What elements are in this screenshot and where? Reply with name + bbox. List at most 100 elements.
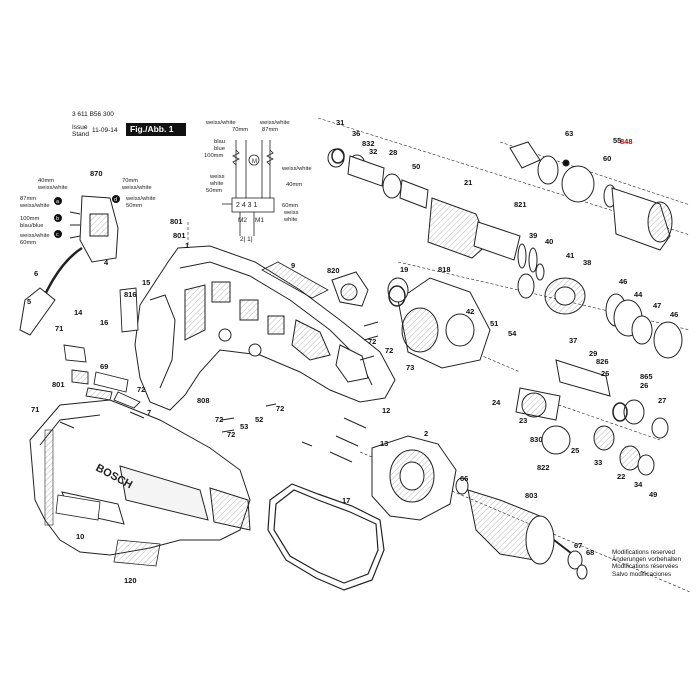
callout-c58: 69 bbox=[100, 362, 108, 371]
callout-c34: 49 bbox=[649, 490, 657, 499]
wiring-top-left-label-3: blau bbox=[214, 139, 225, 145]
callout-c27: 23 bbox=[519, 416, 527, 425]
callout-c20: 37 bbox=[569, 336, 577, 345]
callout-c10: 60 bbox=[603, 154, 611, 163]
note-es: Salvo modificaciones bbox=[612, 570, 672, 578]
callout-c2: 36 bbox=[352, 129, 360, 138]
callout-c40: 54 bbox=[508, 329, 517, 338]
callout-c8: 821 bbox=[514, 200, 527, 209]
switch-left-label-3: 87mm bbox=[20, 196, 36, 202]
callout-c37: 818 bbox=[438, 265, 451, 274]
switch-right-label-4: 50mm bbox=[126, 203, 142, 209]
callout-c44: 820 bbox=[327, 266, 340, 275]
callout-c47: 801 bbox=[173, 231, 186, 240]
callout-c55: 14 bbox=[74, 308, 83, 317]
callout-c46: 801 bbox=[170, 217, 183, 226]
switch-right-label-3: weiss/white bbox=[125, 196, 156, 202]
callout-c67: 52 bbox=[255, 415, 263, 424]
note-de: Änderungen vorbehalten bbox=[612, 556, 681, 564]
part-10 bbox=[55, 494, 101, 521]
wiring-top-left-label-6: weiss bbox=[209, 174, 225, 180]
callout-c18: 47 bbox=[653, 301, 661, 310]
wire-tag-b: b bbox=[56, 216, 59, 222]
stator bbox=[371, 435, 457, 521]
switch-right-label-2: weiss/white bbox=[121, 185, 152, 191]
screws bbox=[59, 321, 379, 463]
wiring-top-right-label-4: 40mm bbox=[286, 182, 302, 188]
callout-c70: 13 bbox=[380, 439, 388, 448]
callout-c74: 803 bbox=[525, 491, 538, 500]
callout-c22: 826 bbox=[596, 357, 609, 366]
callout-c54: 15 bbox=[142, 278, 150, 287]
wiring-top-right-label-2: 87mm bbox=[262, 127, 278, 133]
callout-c33: 34 bbox=[634, 480, 643, 489]
shaft-parts bbox=[515, 359, 669, 476]
callout-c45: 9 bbox=[291, 261, 295, 270]
callout-c69: 12 bbox=[382, 406, 390, 415]
callout-c23: 26 bbox=[601, 369, 609, 378]
barrel-parts bbox=[327, 148, 538, 273]
switch-right-label-1: 70mm bbox=[122, 178, 138, 184]
switch-left-label-2: weiss/white bbox=[37, 185, 68, 191]
callout-c57: 16 bbox=[100, 318, 108, 327]
callout-c38: 42 bbox=[466, 307, 474, 316]
wiring-top-right-label-6: weiss bbox=[283, 210, 299, 216]
o-rings bbox=[331, 148, 628, 422]
figure-label: Fig./Abb. 1 bbox=[126, 123, 186, 136]
wiring-top-left-label-1: weiss/white bbox=[205, 120, 236, 126]
wiring-motor-symbol: M bbox=[252, 159, 257, 165]
callout-c63: 808 bbox=[197, 396, 210, 405]
callout-c9: 63 bbox=[565, 129, 573, 138]
callout-c3: 832 bbox=[362, 139, 375, 148]
wiring-terminal-numbers: 2 4 3 1 bbox=[236, 202, 258, 209]
gasket bbox=[267, 483, 385, 591]
brush-holders bbox=[63, 287, 141, 409]
issue-date: 11-09-14 bbox=[92, 127, 118, 134]
callout-c48: 1 bbox=[185, 241, 189, 250]
callout-c19: 46 bbox=[670, 310, 678, 319]
wiring-bottom-terminals: 2| 1| bbox=[240, 236, 253, 243]
notes-block: Modifications reserved Änderungen vorbeh… bbox=[612, 549, 681, 578]
switch-left-label-4: weiss/white bbox=[19, 203, 50, 209]
switch-left-label-6: blau/blue bbox=[20, 223, 44, 229]
callout-c26: 27 bbox=[658, 396, 666, 405]
callout-c43: 73 bbox=[406, 363, 414, 372]
wiring-top-labels: weiss/white 70mm blau blue 100mm weiss w… bbox=[204, 120, 312, 223]
callout-c64: 72 bbox=[215, 415, 223, 424]
callout-c12: 39 bbox=[529, 231, 537, 240]
callout-c30: 33 bbox=[594, 458, 602, 467]
callout-c15: 38 bbox=[583, 258, 591, 267]
callout-c52: 5 bbox=[27, 297, 31, 306]
callout-c36: 19 bbox=[400, 265, 408, 274]
armature bbox=[455, 477, 588, 580]
part-120 bbox=[113, 539, 161, 567]
wire-tag-a: a bbox=[56, 199, 60, 205]
callout-c71: 2 bbox=[424, 429, 428, 438]
cable-grip bbox=[19, 287, 56, 336]
callout-c62: 71 bbox=[31, 405, 39, 414]
callout-c29: 25 bbox=[571, 446, 579, 455]
switch-left-label-5: 100mm bbox=[20, 216, 40, 222]
stand-label: Stand bbox=[72, 131, 89, 138]
wiring-motor-m2: M2 bbox=[238, 217, 247, 224]
chuck-parts bbox=[509, 141, 673, 251]
doc-number: 3 611 B56 300 bbox=[72, 111, 114, 118]
callout-c51: 6 bbox=[34, 269, 38, 278]
callout-c50: 4 bbox=[104, 258, 109, 267]
callout-c56: 71 bbox=[55, 324, 63, 333]
wire-tags: a b c d bbox=[54, 195, 120, 238]
wiring-top-right-label-3: weiss/white bbox=[281, 166, 312, 172]
gear-stack bbox=[517, 263, 683, 359]
wiring-motor-m1: M1 bbox=[255, 217, 264, 224]
wiring-schematic bbox=[222, 140, 275, 236]
part-9-strip bbox=[261, 261, 329, 299]
wiring-top-left-label-5: 100mm bbox=[204, 153, 224, 159]
callout-c16: 46 bbox=[619, 277, 627, 286]
issue-label: Issue bbox=[72, 124, 88, 131]
note-en: Modifications reserved bbox=[612, 549, 675, 556]
callout-c6: 50 bbox=[412, 162, 420, 171]
callout-c31: 822 bbox=[537, 463, 550, 472]
callout-c41: 72 bbox=[368, 337, 376, 346]
